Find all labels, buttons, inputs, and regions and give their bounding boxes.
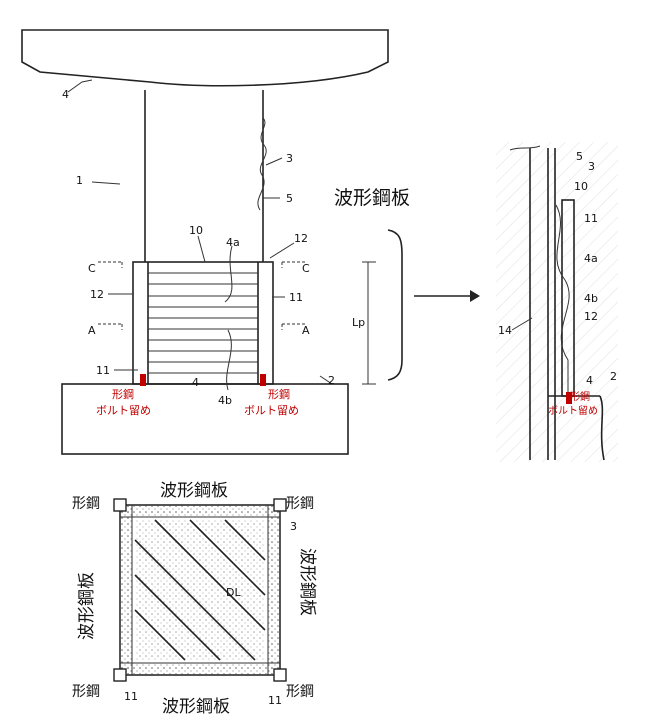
detail-view: [496, 142, 618, 462]
label-11-left: 11: [96, 364, 110, 377]
section-label-shape-tl: 形鋼: [72, 496, 100, 512]
label-lp: Lp: [352, 316, 365, 329]
section-label-shape-br: 形鋼: [286, 684, 314, 700]
leader-2: [319, 375, 333, 385]
label-shape-steel-left: 形鋼: [112, 387, 134, 401]
section-label-wave-right: 波形鋼板: [297, 548, 317, 616]
label-bolt-right: ボルト留め: [244, 404, 299, 417]
label-4b: 4b: [218, 394, 232, 407]
label-1: 1: [76, 174, 83, 187]
detail-label-bolt: ボルト留め: [548, 404, 598, 417]
detail-label-shape-steel: 形鋼: [570, 390, 590, 403]
detail-bolt-mark: [566, 392, 572, 404]
label-2: 2: [328, 374, 335, 387]
detail-label-11: 11: [584, 212, 598, 225]
label-12-top: 12: [294, 232, 308, 245]
section-label-wave-top: 波形鋼板: [160, 481, 228, 501]
section-label-wave-bottom: 波形鋼板: [162, 697, 230, 717]
section-view: [113, 498, 287, 682]
detail-label-4a: 4a: [584, 252, 598, 265]
detail-label-12: 12: [584, 310, 598, 323]
section-corner-tr: [273, 498, 287, 512]
leader-4-top: [67, 79, 93, 93]
section-corner-br: [273, 668, 287, 682]
detail-leader-14: [511, 317, 533, 331]
detail-label-4b: 4b: [584, 292, 598, 305]
c-marker-right: [281, 261, 306, 268]
label-4-top: 4: [62, 88, 69, 101]
label-a-right: A: [302, 324, 310, 337]
label-3: 3: [286, 152, 293, 165]
label-shape-steel-right: 形鋼: [268, 387, 290, 401]
section-label-shape-bl: 形鋼: [72, 684, 100, 700]
section-top-plate: [119, 504, 281, 518]
section-left-plate: [119, 504, 133, 676]
leader-4a: [224, 245, 233, 303]
leader-10: [197, 235, 206, 263]
detail-label-2: 2: [610, 370, 617, 383]
detail-label-4: 4: [586, 374, 593, 387]
a-marker-left: [98, 323, 123, 330]
detail-label-5: 5: [576, 150, 583, 163]
detail-wave-plate: [555, 204, 570, 396]
label-4a: 4a: [226, 236, 240, 249]
label-11-right: 11: [289, 291, 303, 304]
section-label-dl: DL: [226, 586, 241, 599]
break-line: [257, 117, 267, 211]
leader-1: [91, 181, 121, 185]
section-corner-tl: [113, 498, 127, 512]
section-label-3: 3: [290, 520, 297, 533]
section-label-wave-left: 波形鋼板: [77, 572, 97, 640]
a-marker-right: [281, 323, 306, 330]
section-label-11-right: 11: [268, 694, 282, 707]
section-label-shape-tr: 形鋼: [286, 496, 314, 512]
section-right-plate: [267, 504, 281, 676]
section-corner-bl: [113, 668, 127, 682]
label-c-right: C: [302, 262, 310, 275]
section-infill: [135, 520, 265, 660]
detail-label-10: 10: [574, 180, 588, 193]
beam-cap: [21, 29, 389, 87]
label-12-left: 12: [90, 288, 104, 301]
panel-horizontal-lines: [148, 272, 258, 374]
label-wave-plate-main: 波形鋼板: [334, 187, 410, 209]
bolt-mark-right: [260, 374, 266, 386]
detail-foundation-edge: [599, 395, 605, 461]
bolt-mark-left: [140, 374, 146, 386]
detail-label-14: 14: [498, 324, 512, 337]
bracket: [387, 229, 403, 381]
detail-label-3: 3: [588, 160, 595, 173]
label-5: 5: [286, 192, 293, 205]
wave-panel: [132, 261, 274, 385]
section-bottom-plate: [119, 662, 281, 676]
leader-4b: [226, 329, 232, 391]
label-bolt-left: ボルト留め: [96, 404, 151, 417]
label-4-bottom: 4: [192, 376, 199, 389]
c-marker-left: [98, 261, 123, 268]
section-label-11-left: 11: [124, 690, 138, 703]
main-elevation: [21, 29, 480, 455]
leader-3: [265, 157, 283, 166]
label-c-left: C: [88, 262, 96, 275]
section-diagonals: [134, 519, 266, 661]
leader-12-top: [269, 242, 295, 259]
detail-break: [509, 145, 541, 151]
label-10: 10: [189, 224, 203, 237]
label-a-left: A: [88, 324, 96, 337]
foundation: [61, 383, 349, 455]
